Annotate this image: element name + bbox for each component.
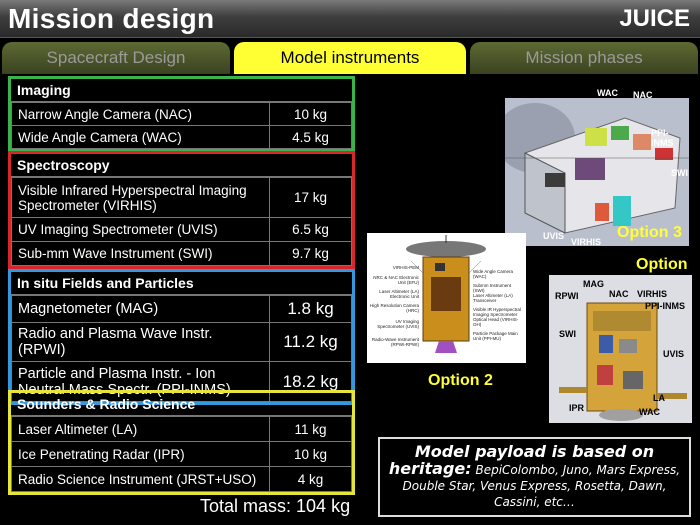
label-uvis: UVIS [543,231,565,241]
label-uvis: UVIS [663,349,685,359]
instrument-name: Ice Penetrating Radar (IPR) [11,441,270,467]
instrument-name: Radio and Plasma Wave Instr. (RPWI) [11,322,270,362]
table-row: Radio and Plasma Wave Instr. (RPWI)11.2 … [11,322,352,362]
table-row: Sub-mm Wave Instrument (SWI)9.7 kg [11,241,352,266]
group-title: Imaging [11,79,352,102]
option2-left-label: VIRHIS-PEM [392,265,419,270]
table-row: Narrow Angle Camera (NAC)10 kg [11,102,352,126]
instrument-name: Visible Infrared Hyperspectral Imaging S… [11,177,270,218]
tab-bar: Spacecraft Design Model instruments Miss… [0,42,700,74]
label-virhis: VIRHIS [571,237,602,247]
option3-caption: Option 3 [617,224,682,241]
label-mag: MAG [583,279,604,289]
instrument-mass: 4 kg [269,466,352,492]
group-title: In situ Fields and Particles [11,272,352,295]
instrument-table: Magnetometer (MAG)1.8 kg Radio and Plasm… [11,295,352,402]
option2-left-label: NRC & NAC Electronic Unit (EFU) [373,275,419,285]
label-swi: SWI [671,168,688,178]
tab-model-instruments[interactable]: Model instruments [234,42,466,74]
instrument-name: Narrow Angle Camera (NAC) [11,102,270,126]
instrument-mass: 18.2 kg [269,361,352,402]
group-sounders: Sounders & Radio Science Laser Altimeter… [8,390,355,495]
label-ipr: IPR [569,403,585,413]
instrument-mass: 9.7 kg [269,241,352,266]
label-nac: NAC [609,289,629,299]
option2-right-label: Visible IR Hyperspectral Imaging Spectro… [473,307,521,327]
instrument-name: Radio Science Instrument (JRST+USO) [11,466,270,492]
label-wac: WAC [597,88,618,98]
instrument-mass: 10 kg [269,102,352,126]
instrument-name: Wide Angle Camera (WAC) [11,125,270,149]
label-la: LA [571,90,583,100]
table-row: Radio Science Instrument (JRST+USO)4 kg [11,466,352,492]
heritage-line1: Model payload is based on [414,442,655,461]
group-imaging: Imaging Narrow Angle Camera (NAC)10 kg W… [8,76,355,152]
total-mass: Total mass: 104 kg [200,496,351,516]
instrument-table: Laser Altimeter (LA)11 kg Ice Penetratin… [11,416,352,492]
tab-mission-phases[interactable]: Mission phases [470,42,698,74]
instrument-table: Narrow Angle Camera (NAC)10 kg Wide Angl… [11,102,352,149]
heritage-prefix: heritage: [388,459,472,478]
instrument-name: Magnetometer (MAG) [11,295,270,323]
option3-spacecraft-render [495,98,689,246]
table-row: Visible Infrared Hyperspectral Imaging S… [11,177,352,218]
tab-spacecraft-design[interactable]: Spacecraft Design [2,42,230,74]
instrument-mass: 6.5 kg [269,217,352,242]
option1-image: MAG RPWI NAC VIRHIS PPI-INMS SWI UVIS IP… [549,275,692,423]
option3-image: LA WAC NAC PPI-INMS SWI [495,88,689,246]
label-nac: NAC [633,90,653,100]
page-title: Mission design [8,3,215,34]
group-spectroscopy: Spectroscopy Visible Infrared Hyperspect… [8,151,355,269]
option2-right-label: Submm Instrument (SWI) [473,283,512,293]
option2-caption: Option 2 [428,372,493,389]
instrument-mass: 11 kg [269,416,352,442]
mission-brand: JUICE [619,5,690,32]
table-row: Laser Altimeter (LA)11 kg [11,416,352,442]
heritage-missions: BepiColombo, Juno, Mars Express, Double … [402,463,681,509]
table-row: Particle and Plasma Instr. - Ion Neutral… [11,361,352,402]
instrument-name: UV Imaging Spectrometer (UVIS) [11,217,270,242]
instrument-name: Laser Altimeter (LA) [11,416,270,442]
option2-image: VIRHIS-PEM NRC & NAC Electronic Unit (EF… [367,233,526,363]
label-virhis: VIRHIS [637,289,668,299]
label-la: LA [653,393,665,403]
heritage-line2: heritage: BepiColombo, Juno, Mars Expres… [380,461,689,510]
group-in-situ: In situ Fields and Particles Magnetomete… [8,269,355,405]
instrument-mass: 1.8 kg [269,295,352,323]
option2-spacecraft-render [367,233,526,363]
label-rpwi: RPWI [555,291,579,301]
table-row: UV Imaging Spectrometer (UVIS)6.5 kg [11,217,352,242]
instrument-mass: 11.2 kg [269,322,352,362]
option2-left-label: UV Imaging Spectrometer (UVIS) [377,319,419,329]
label-ppi-inms: PPI-INMS [645,301,686,311]
heritage-note: Model payload is based on heritage: Bepi… [378,437,691,517]
group-title: Sounders & Radio Science [11,393,352,416]
option2-right-label: Wide Angle Camera (WAC) [473,269,514,279]
option2-left-label: Laser Altimeter (LA) Electronic Unit [379,289,419,299]
table-row: Magnetometer (MAG)1.8 kg [11,295,352,323]
instrument-mass: 10 kg [269,441,352,467]
label-swi: SWI [559,329,576,339]
instrument-mass: 4.5 kg [269,125,352,149]
option1-spacecraft-render [549,275,692,423]
label-wac: WAC [639,407,660,417]
option2-right-label: Particle Package Main Unit (PPI-MU) [473,331,518,341]
title-bar: Mission design JUICE [0,0,700,38]
table-row: Ice Penetrating Radar (IPR)10 kg [11,441,352,467]
instrument-mass: 17 kg [269,177,352,218]
instrument-name: Sub-mm Wave Instrument (SWI) [11,241,270,266]
table-row: Wide Angle Camera (WAC)4.5 kg [11,125,352,149]
label-ppi-inms: PPI-INMS [651,128,674,148]
group-title: Spectroscopy [11,154,352,177]
option2-left-label: High Resolution Camera (HRC) [369,303,419,313]
instrument-table: Visible Infrared Hyperspectral Imaging S… [11,177,352,266]
instrument-name: Particle and Plasma Instr. - Ion Neutral… [11,361,270,402]
option2-left-label: Radio-Wave Instrument (RPWI-RPWI) [371,337,419,347]
option2-right-label: Laser Altimeter (LA) Transceiver [473,293,513,303]
